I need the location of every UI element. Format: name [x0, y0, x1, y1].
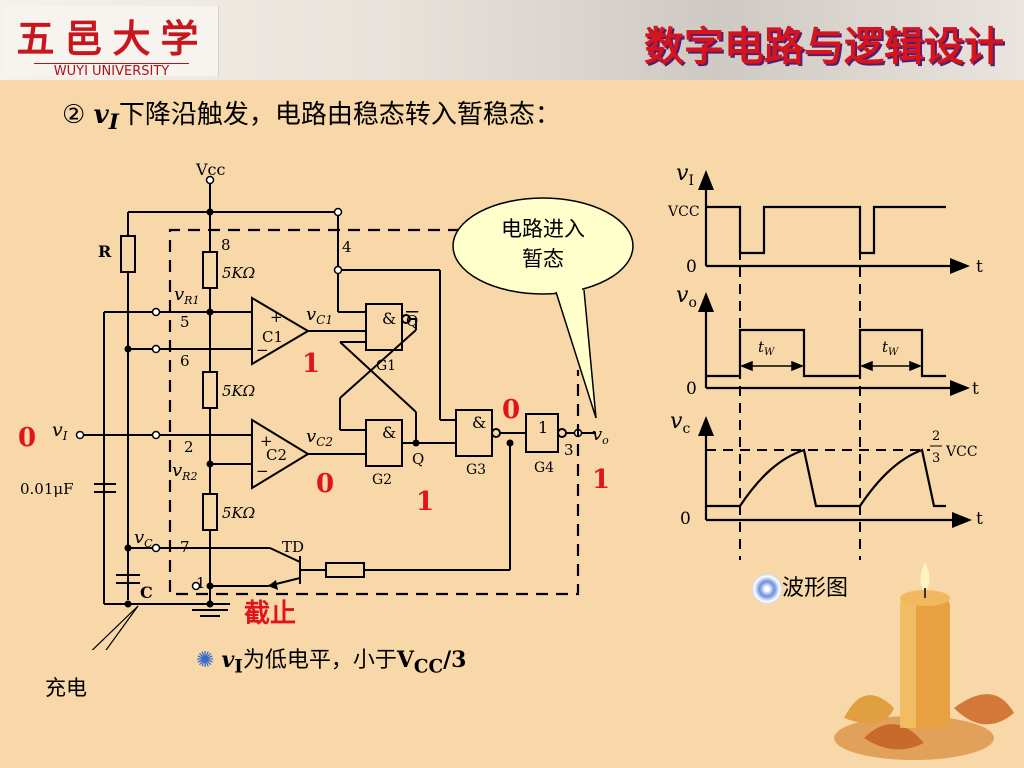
tw-label-1: tW [758, 338, 775, 358]
vc2-label: vC2 [306, 426, 333, 449]
vo-output-label: vo [592, 424, 609, 447]
slide-subtitle: ② vI下降沿触发，电路由稳态转入暂稳态： [62, 94, 561, 135]
tw-label-2: tW [882, 338, 899, 358]
resistor-2-label: 5KΩ [222, 382, 255, 400]
wave-vo-label: vo [676, 283, 697, 311]
gate-g3-label: G3 [466, 462, 486, 478]
g2-and-symbol: & [382, 423, 396, 442]
g4-not-symbol: 1 [538, 418, 548, 437]
wave-vc-t: t [976, 509, 983, 529]
c2-minus: − [256, 462, 269, 480]
state-q: 1 [416, 487, 434, 517]
vcc-label: Vcc [195, 160, 226, 179]
course-title: 数字电路与逻辑设计 [644, 24, 1004, 70]
bottom-note: ✺ vI为低电平，小于VCC/3 [196, 647, 467, 678]
charge-text: 充电 [45, 676, 87, 700]
g1-and-symbol: & [382, 309, 396, 328]
q-bar-label: Q [406, 312, 418, 330]
wave-vo-t: t [972, 379, 979, 399]
pin-1-label: 1 [196, 574, 206, 592]
wave-vc-label: vc [670, 409, 690, 437]
wave-vo-zero: 0 [686, 379, 697, 399]
c1-minus: − [256, 341, 269, 359]
pin-7-label: 7 [180, 538, 190, 556]
vc-node-label: vC [134, 527, 153, 550]
subtitle-text: 下降沿触发，电路由稳态转入暂稳态： [118, 100, 561, 130]
capacitor-c-label: C [140, 583, 153, 602]
subtitle-marker: ② [62, 100, 86, 130]
vi-input-label: vI [52, 419, 68, 443]
wave-vi-zero: 0 [686, 257, 697, 277]
pin-6-label: 6 [180, 352, 190, 370]
university-logo: 五邑大学 WUYI UNIVERSITY [4, 6, 219, 79]
resistor-1-label: 5KΩ [222, 264, 255, 282]
wave-vc-zero: 0 [680, 509, 691, 529]
pin-8-label: 8 [221, 236, 231, 254]
r-label: R [98, 242, 112, 261]
state-vi: 0 [18, 423, 36, 453]
wave-vi-t: t [976, 257, 983, 277]
vc1-label: vC1 [306, 304, 333, 327]
subtitle-var: vI [93, 100, 119, 136]
circuit-diagram: Vcc R 8 4 5KΩ 5KΩ 5KΩ 5 6 2 7 1 3 vR1 vR… [18, 160, 634, 650]
bullet-icon: ✺ [196, 648, 215, 673]
gate-g2-label: G2 [372, 472, 392, 488]
vr2-label: vR2 [172, 460, 197, 483]
comparator-c1-label: C1 [262, 328, 283, 346]
frac-vcc: VCC [945, 444, 978, 460]
resistor-3-label: 5KΩ [222, 504, 255, 522]
waveform-diagram: vI VCC 0 t vo 0 t tW tW vc 0 t 2 3 VCC [667, 161, 983, 560]
state-vo: 1 [592, 465, 610, 495]
comparator-c2-label: C2 [266, 446, 287, 464]
q-label: Q [412, 450, 424, 468]
frac-numerator: 2 [932, 429, 940, 444]
frac-denominator: 3 [932, 451, 940, 466]
c1-plus: + [270, 308, 283, 326]
candle-decoration [834, 562, 1014, 760]
cutoff-label: 截止 [244, 599, 296, 629]
c2-plus: + [260, 432, 273, 450]
bubble-text: 电路进入 暂态 [501, 217, 585, 271]
note-vcc: VCC/3 [396, 647, 467, 678]
gate-g1-label: G1 [376, 358, 396, 374]
state-g3: 0 [502, 395, 520, 425]
note-var: vI [221, 647, 243, 678]
wave-vcc-label: VCC [667, 204, 700, 220]
logo-chinese: 五邑大学 [16, 16, 209, 61]
state-vc2: 0 [316, 469, 334, 499]
flower-icon [752, 574, 782, 604]
vr1-label: vR1 [174, 284, 199, 307]
wave-vi-label: vI [676, 161, 694, 189]
pin-2-label: 2 [184, 438, 194, 456]
g3-and-symbol: & [472, 413, 486, 432]
logo-english: WUYI UNIVERSITY [34, 63, 189, 80]
capacitor-value-label: 0.01μF [20, 480, 74, 498]
gate-g4-label: G4 [534, 460, 554, 476]
speech-bubble [452, 197, 634, 419]
header-band: 五邑大学 WUYI UNIVERSITY 数字电路与逻辑设计 [0, 0, 1024, 80]
pin-4-label: 4 [342, 238, 352, 256]
pin-3-label: 3 [564, 441, 574, 459]
waveform-caption: 波形图 [752, 570, 848, 604]
td-label: TD [282, 538, 304, 556]
state-vc1: 1 [302, 349, 320, 379]
pin-5-label: 5 [180, 313, 190, 331]
